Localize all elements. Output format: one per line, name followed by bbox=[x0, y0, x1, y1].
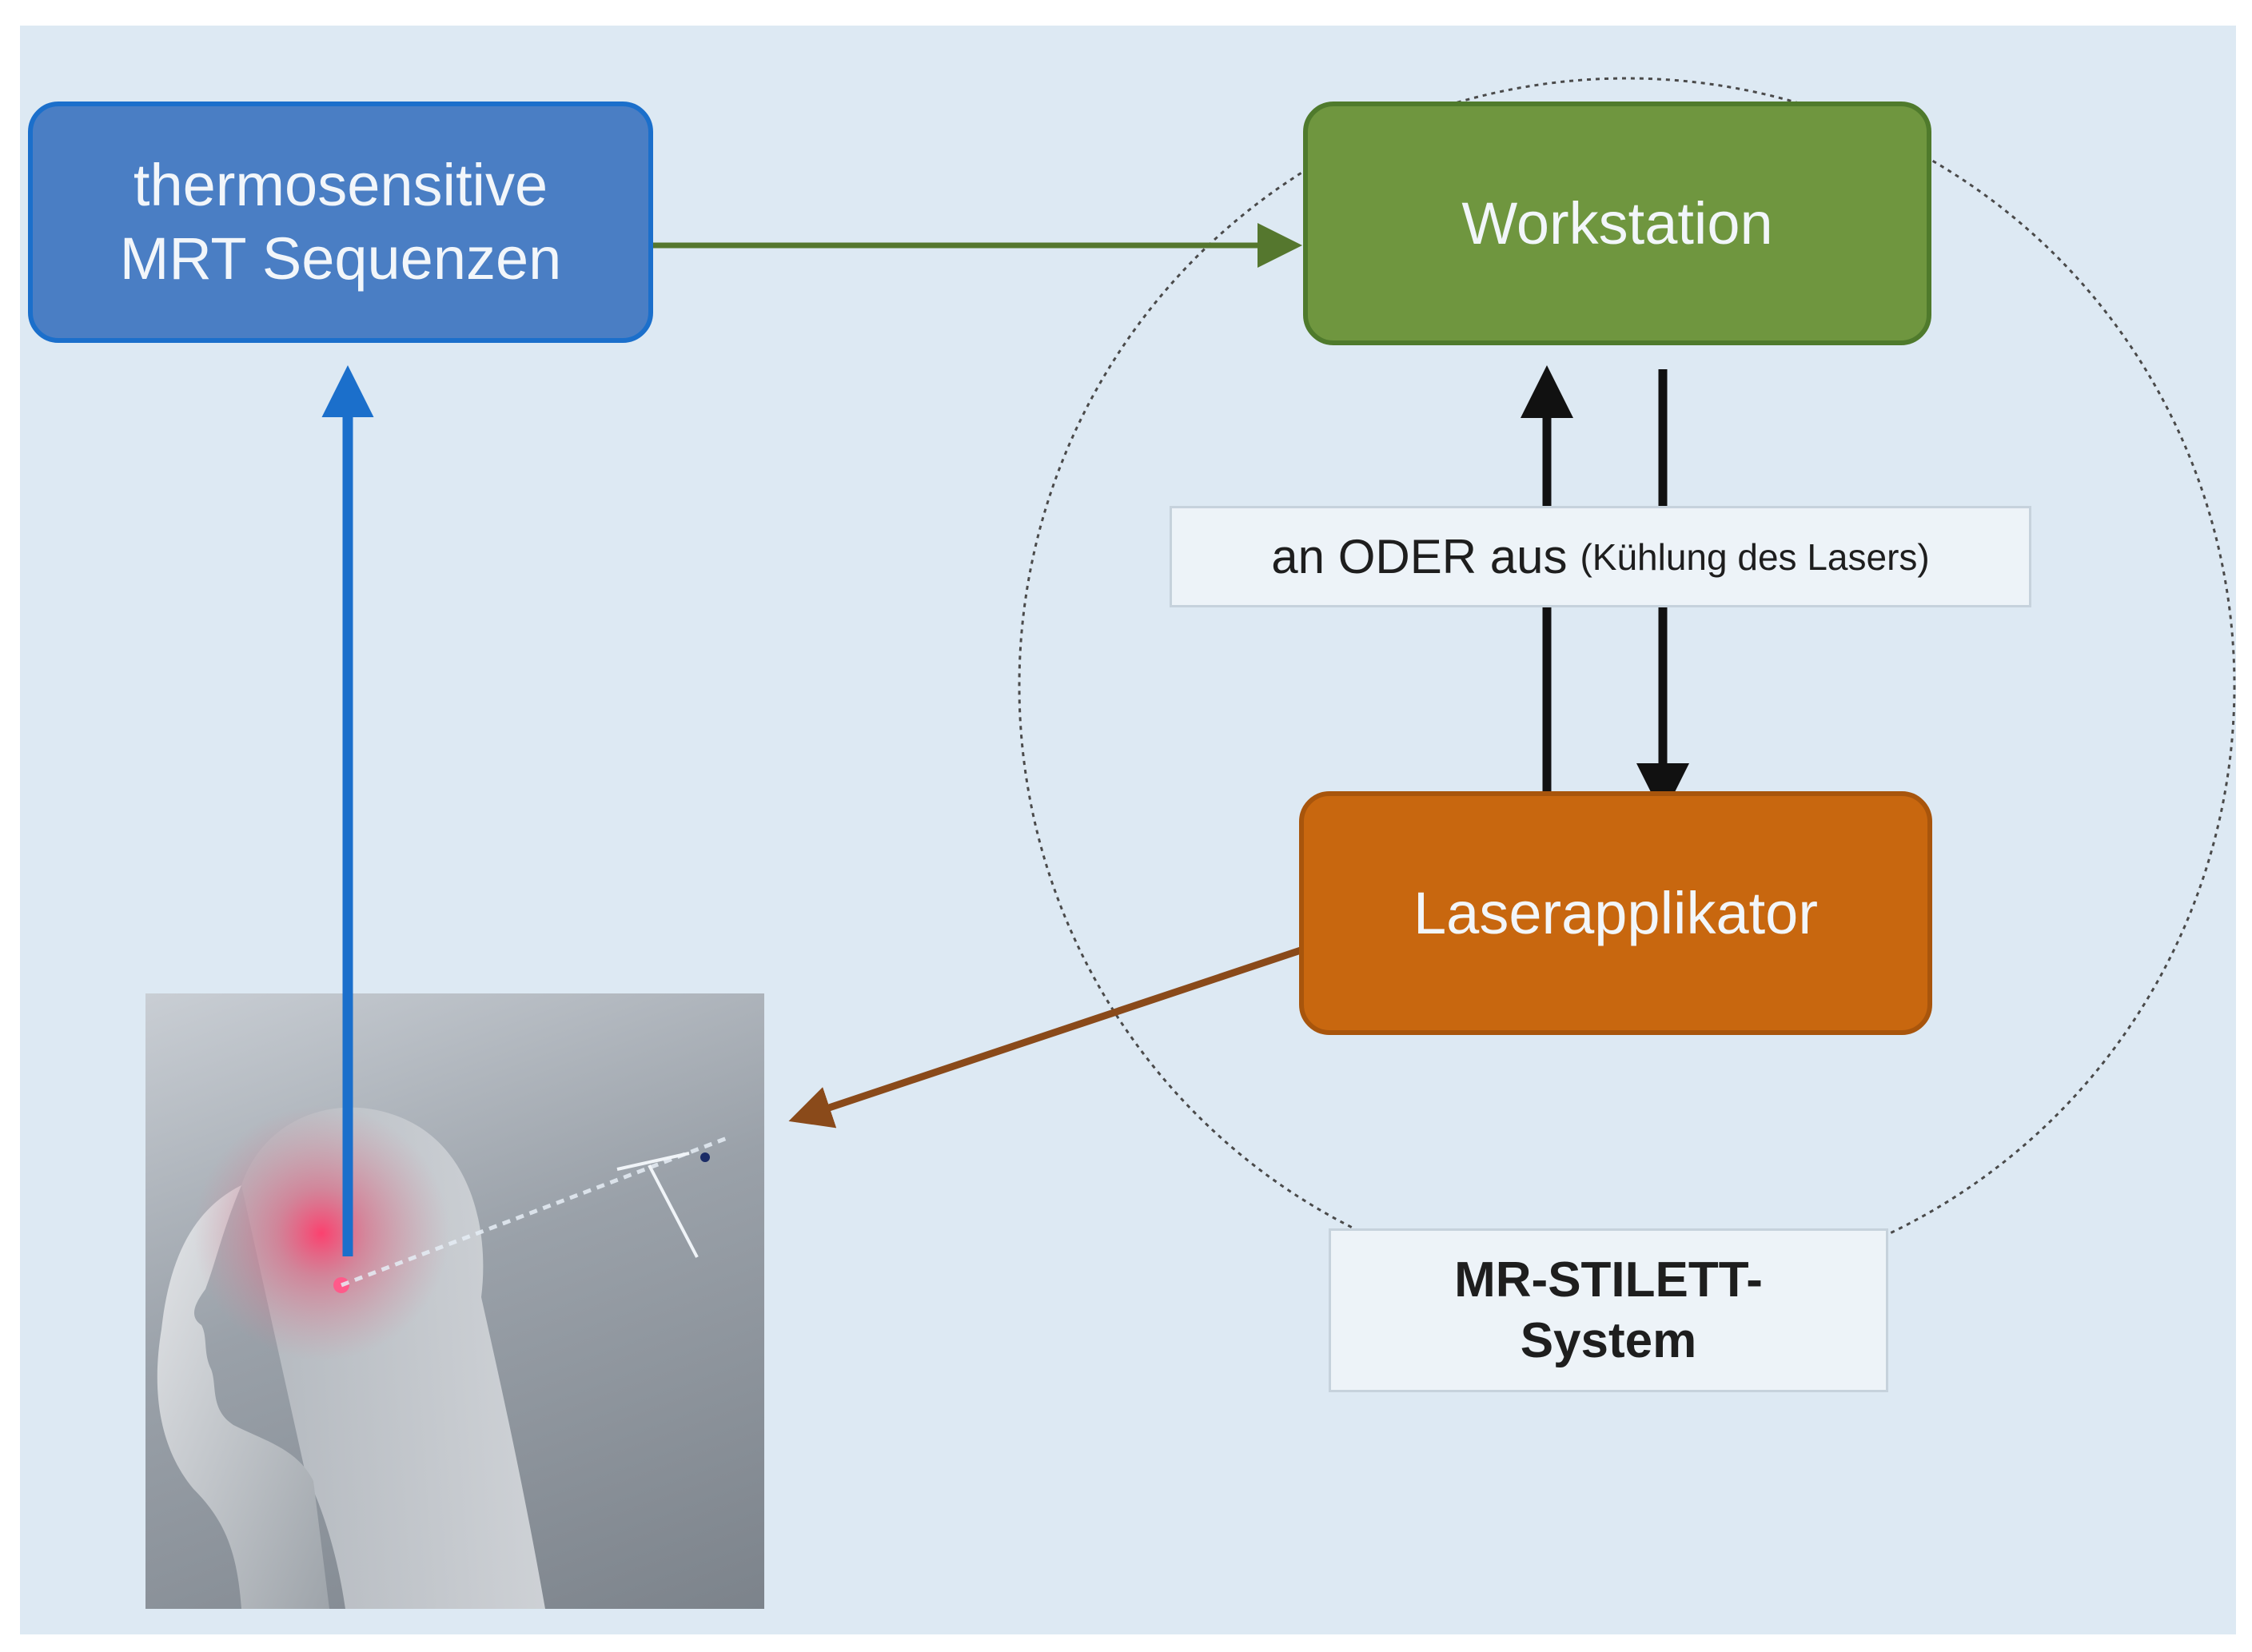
node-mrt-line1: thermosensitive bbox=[133, 152, 548, 218]
system-label-line1: MR-STILETT- bbox=[1454, 1252, 1763, 1308]
node-mrt-line2: MRT Sequenzen bbox=[119, 225, 562, 292]
laser-probe-path bbox=[341, 1135, 730, 1288]
signal-label-main: an ODER aus bbox=[1271, 530, 1568, 583]
node-laser-label: Laserapplikator bbox=[1413, 879, 1818, 946]
signal-label-sub: (Kühlung des Lasers) bbox=[1580, 535, 1930, 578]
signal-label-box: an ODER aus (Kühlung des Lasers) bbox=[1170, 506, 2031, 607]
edge-laser-to-patient bbox=[788, 941, 1319, 1129]
system-label-line2: System bbox=[1520, 1312, 1697, 1368]
probe-holder bbox=[616, 1152, 690, 1171]
probe-holder-stem bbox=[648, 1164, 699, 1258]
node-mrt-sequences: thermosensitive MRT Sequenzen bbox=[28, 102, 653, 343]
brain-glow bbox=[193, 1105, 449, 1361]
probe-tip bbox=[700, 1152, 710, 1162]
system-label-box: MR-STILETT- System bbox=[1329, 1228, 1888, 1392]
node-laserapplikator: Laserapplikator bbox=[1299, 791, 1932, 1035]
system-boundary-circle bbox=[1018, 77, 2236, 1295]
face-profile bbox=[157, 1185, 329, 1609]
patient-head-illustration bbox=[145, 993, 764, 1609]
node-workstation-label: Workstation bbox=[1461, 189, 1773, 257]
node-workstation: Workstation bbox=[1303, 102, 1931, 345]
